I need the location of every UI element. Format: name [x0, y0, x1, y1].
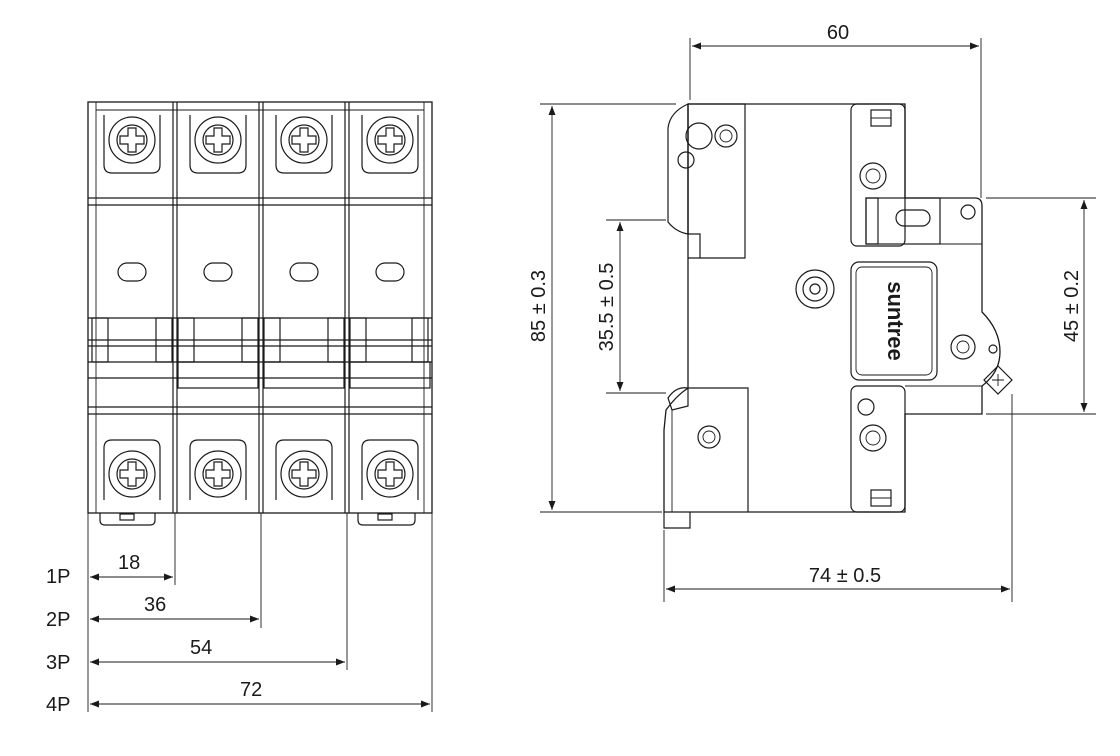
terminal-screw-icon [189, 439, 247, 500]
top-terminals [103, 115, 419, 174]
breaker-body-side [663, 103, 1001, 513]
dim-3p: 3P 54 [46, 637, 345, 674]
dim-1p: 1P 18 [46, 552, 173, 588]
width-label-36: 36 [144, 594, 166, 616]
dim-overall-height: 85 ± 0.3 [528, 103, 676, 513]
dim-front-height: 45 ± 0.2 [986, 197, 1096, 415]
terminal-screw-icon [275, 115, 333, 174]
din-clip-top [667, 103, 689, 235]
din-clips [99, 513, 416, 526]
pole-label-4p: 4P [46, 694, 70, 716]
reset-button-icon [795, 269, 835, 309]
width-label-72: 72 [240, 679, 262, 701]
bottom-terminals [103, 439, 419, 500]
brand-logo: suntree [883, 281, 908, 360]
dim-din-rail: 35.5 ± 0.5 [596, 219, 666, 394]
dim-label-depth: 74 ± 0.5 [809, 565, 881, 587]
dim-2p: 2P 36 [46, 594, 259, 631]
pole-width-dimensions: 1P 18 2P 36 3P 54 4P 72 [46, 513, 433, 716]
pole-separators [95, 102, 425, 513]
dim-label-top-width: 60 [827, 22, 849, 44]
dim-label-front-height: 45 ± 0.2 [1061, 270, 1083, 342]
pole-label-3p: 3P [46, 652, 70, 674]
indicator-windows [117, 262, 405, 282]
toggle-handle-bar [88, 317, 432, 389]
dim-4p: 4P 72 [46, 679, 430, 716]
front-view: 1P 18 2P 36 3P 54 4P 72 [46, 101, 433, 716]
terminal-screw-icon [361, 439, 419, 500]
breaker-body-front [87, 101, 433, 514]
dim-label-overall-height: 85 ± 0.3 [528, 270, 550, 342]
terminal-screw-icon [361, 115, 419, 174]
width-label-54: 54 [190, 637, 212, 659]
terminal-screw-icon [189, 115, 247, 174]
terminal-screw-icon [103, 439, 161, 500]
dim-label-din-rail: 35.5 ± 0.5 [596, 263, 618, 352]
dim-depth: 74 ± 0.5 [663, 394, 1013, 602]
terminal-screw-icon [983, 365, 1013, 395]
pole-label-1p: 1P [46, 566, 70, 588]
side-view: suntree 60 85 ± 0.3 [528, 22, 1096, 602]
dim-top-width: 60 [689, 22, 982, 198]
pole-label-2p: 2P [46, 609, 70, 631]
width-label-18: 18 [118, 552, 140, 574]
terminal-screw-icon [275, 439, 333, 500]
terminal-screw-icon [103, 115, 161, 174]
